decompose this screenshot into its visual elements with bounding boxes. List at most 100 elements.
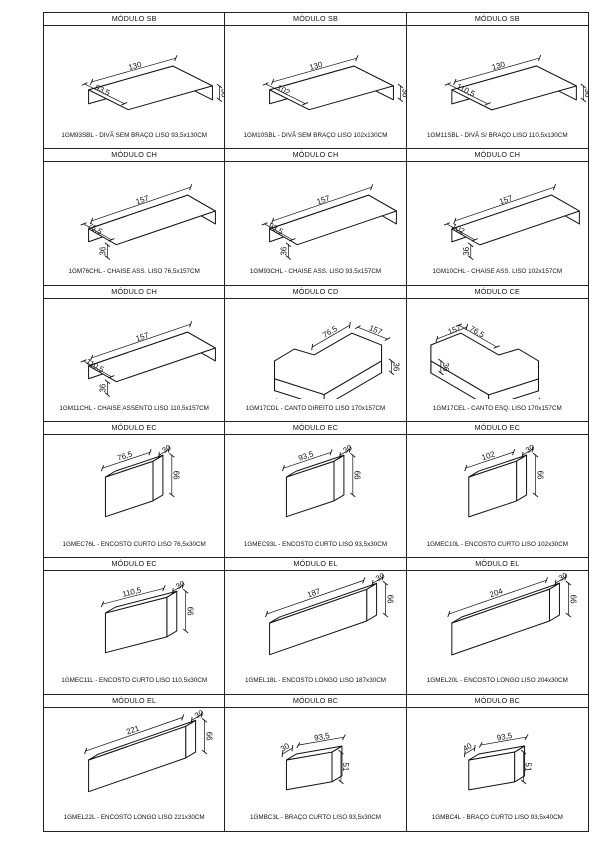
dim-length: 204 (488, 587, 504, 600)
dim-height: 36 (219, 88, 224, 97)
box-top-face (467, 745, 525, 761)
module-header: MÓDULO CD (225, 286, 406, 299)
dim-length: 157 (135, 194, 150, 207)
module-caption: 1GMEC10L - ENCOSTO CURTO LISO 102x30CM (426, 540, 569, 548)
module-header: MÓDULO EC (44, 558, 225, 572)
dim-depth: 30 (279, 741, 292, 754)
dim-height: 66 (568, 595, 577, 604)
module-header: MÓDULO EC (44, 422, 225, 435)
module-header: MÓDULO CE (406, 286, 588, 299)
dim-height: 36 (583, 88, 588, 97)
module-caption: 1GM17CEL - CANTO ESQ. LISO 170x157CM (432, 404, 562, 412)
dim-length: 157 (135, 330, 150, 343)
module-header: MÓDULO EC (406, 422, 588, 435)
module-header: MÓDULO SB (225, 13, 406, 26)
box-top-face (104, 591, 178, 614)
dim-depth-line (372, 577, 384, 584)
dim-length: 157 (316, 194, 331, 207)
dim-length-line (91, 323, 191, 358)
dim-length-line (85, 716, 183, 752)
dim-width-line (458, 324, 497, 347)
dim-length-line (283, 451, 332, 469)
module-caption: 1GMEC93L - ENCOSTO CURTO LISO 93,5x30CM (243, 540, 388, 548)
box-side-face (515, 454, 527, 502)
dim-width: 76,5 (468, 324, 486, 340)
dim-length: 93,5 (314, 731, 331, 743)
dim-length: 130 (490, 60, 506, 72)
dim-width-line (264, 223, 293, 241)
module-header: MÓDULO CH (44, 149, 225, 163)
box-top-face (274, 332, 383, 395)
dim-height: 36 (280, 246, 289, 255)
module-header: MÓDULO CH (406, 149, 588, 163)
dim-length: 130 (309, 60, 325, 72)
dim-length-line (454, 187, 555, 222)
box-top-face (286, 745, 343, 761)
dim-length-line (102, 451, 151, 469)
dim-height: 36 (462, 247, 471, 256)
dim-length-line (298, 736, 345, 746)
dim-height: 36 (99, 383, 108, 392)
box-front-face (88, 725, 187, 792)
dim-height: 66 (172, 471, 181, 480)
dim-depth-line (464, 747, 475, 754)
module-caption: 1GMEC11L - ENCOSTO CURTO LISO 110,5x30CM (61, 677, 208, 685)
box-side-face (333, 454, 345, 502)
module-caption: 1GM10CHL - CHAISE ASS. LISO 102x157CM (432, 268, 563, 276)
dim-height: 36 (99, 246, 108, 255)
module-drawing: 76,515717036 (430, 323, 540, 399)
module-header: MÓDULO EC (225, 422, 406, 435)
dim-width-line (446, 223, 475, 241)
dim-height: 66 (535, 471, 544, 480)
dim-length: 157 (498, 194, 514, 207)
module-header: MÓDULO CH (225, 149, 406, 163)
box-side-face (366, 583, 378, 622)
dim-length-line (436, 326, 467, 340)
dim-length-line (102, 588, 164, 605)
box-top-face (88, 331, 216, 382)
box-side-face (152, 454, 164, 502)
dim-width: 76,5 (321, 324, 339, 340)
module-header: MÓDULO EL (225, 558, 406, 572)
box-top-face (450, 65, 577, 111)
dim-depth-line (172, 585, 183, 592)
module-caption: 1GMEL18L - ENCOSTO LONGO LISO 187x30CM (244, 677, 386, 685)
dim-length: 93,5 (496, 731, 513, 743)
dim-height: 66 (204, 731, 213, 740)
dim-length-line (91, 57, 176, 83)
module-header: MÓDULO SB (44, 13, 225, 26)
box-top-face (269, 65, 395, 111)
module-drawing: 76,515717036 (274, 321, 401, 399)
box-side-face (185, 719, 197, 759)
module-header: MÓDULO SB (406, 13, 588, 26)
module-caption: 1GMBC4L - BRAÇO CURTO LISO 93,5x40CM (431, 813, 563, 821)
dim-length: 187 (306, 587, 321, 600)
dim-depth-line (158, 449, 170, 456)
dim-height: 66 (386, 595, 395, 604)
dim-width-line (447, 83, 488, 105)
dim-height: 36 (392, 362, 401, 371)
module-caption: 1GM10SBL - DIVÃ SEM BRAÇO LISO 102x130CM (243, 132, 388, 139)
dim-depth-line (191, 713, 202, 721)
dim-height: 36 (440, 362, 449, 371)
